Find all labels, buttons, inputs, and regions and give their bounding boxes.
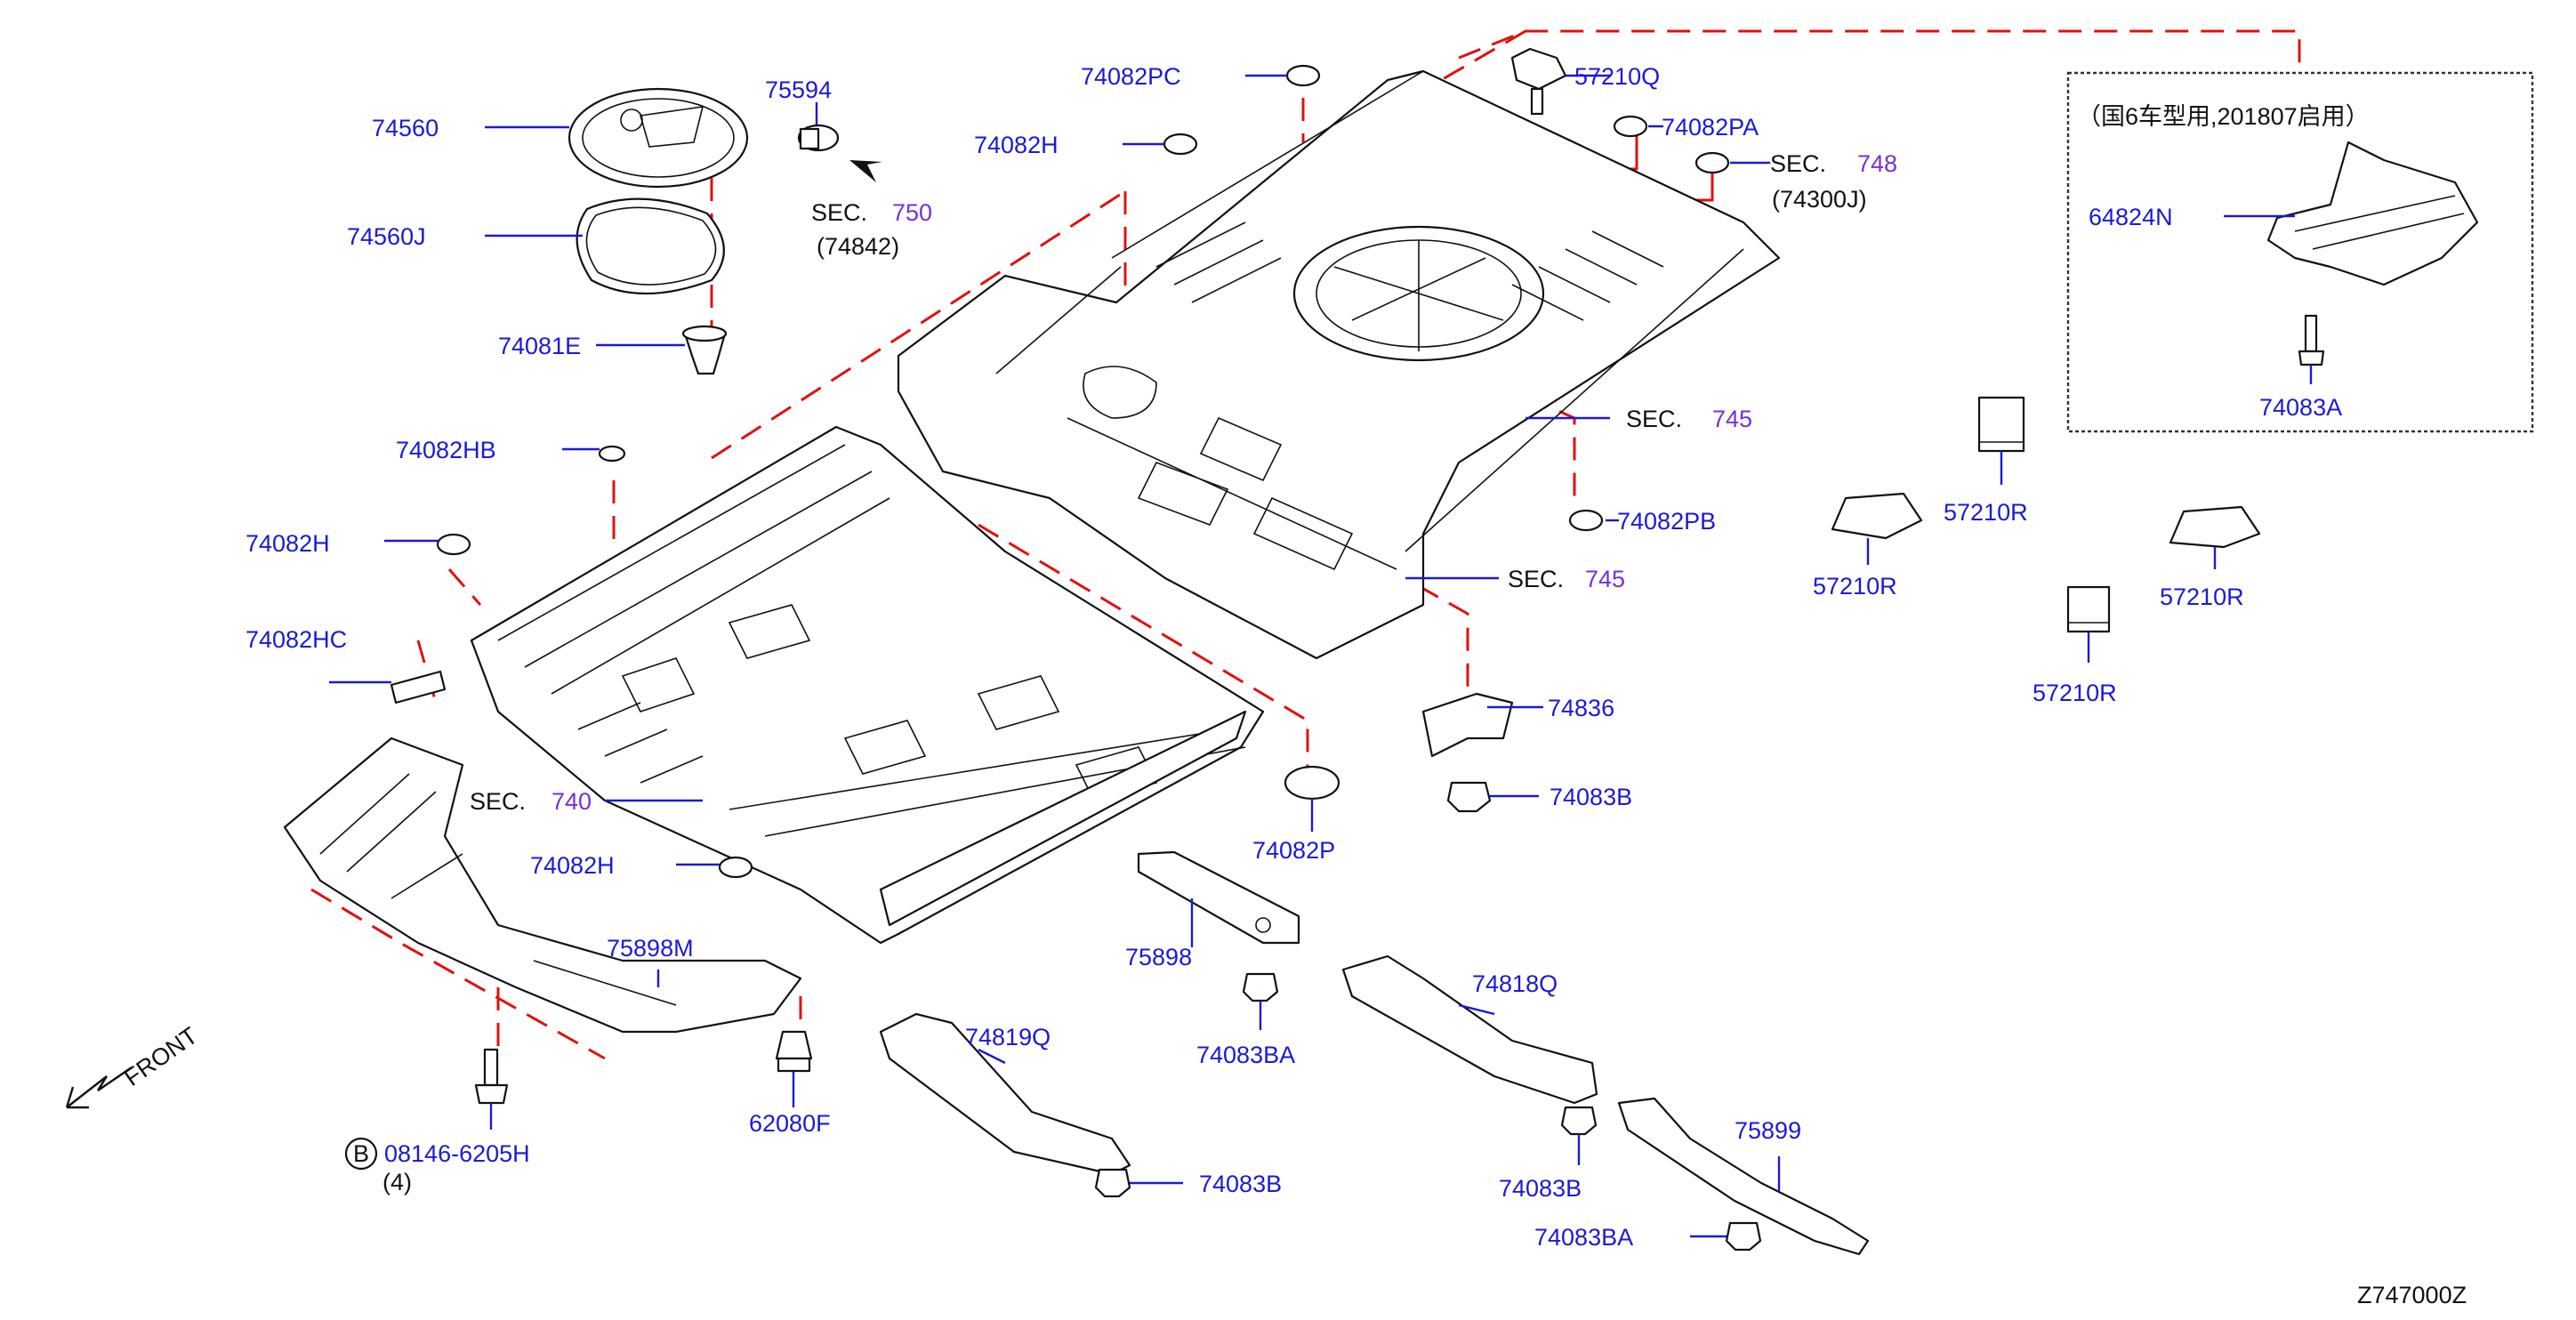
nut-74083B-right — [1560, 1106, 1598, 1136]
inset-box — [2066, 71, 2534, 433]
seal-ring-part — [576, 197, 725, 295]
label-74082P: 74082P — [1252, 837, 1335, 864]
plug-74082H-bottom — [718, 856, 753, 879]
label-74083BA-mid: 74083BA — [1196, 1042, 1295, 1068]
pad-57210R-b — [1831, 492, 1923, 540]
label-74082PB: 74082PB — [1617, 508, 1716, 535]
label-75898M: 75898M — [607, 935, 694, 962]
plug-74082PB — [1568, 509, 1604, 532]
nut-74083B-low — [1094, 1168, 1131, 1198]
label-74082H-bottom: 74082H — [530, 852, 615, 879]
nut-74083B-mid — [1446, 781, 1492, 813]
inset-note: （国6车型用,201807启用） — [2077, 103, 2370, 130]
nut-74083BA-right — [1725, 1221, 1762, 1252]
label-sec748-num: 748 — [1857, 150, 1897, 177]
label-75899: 75899 — [1735, 1117, 1801, 1144]
pad-57210R-a — [1977, 396, 2025, 453]
member-74818Q — [1341, 954, 1598, 1105]
label-sec748-sub: (74300J) — [1772, 186, 1867, 213]
rear-floor-panel — [897, 69, 1781, 660]
label-57210R-c: 57210R — [2160, 584, 2244, 610]
bolt-symbol-letter: B — [353, 1140, 369, 1167]
plug-74082H-top — [1163, 133, 1198, 156]
label-74082HB: 74082HB — [396, 437, 496, 463]
label-sec745a-prefix: SEC. — [1626, 406, 1682, 432]
knob-57210Q — [1510, 47, 1567, 116]
plug-74082-sec748 — [1695, 151, 1730, 174]
label-sec740-num: 740 — [551, 788, 592, 815]
label-64824N: 64824N — [2089, 204, 2173, 230]
label-74083A: 74083A — [2259, 394, 2342, 421]
clip-62080F — [775, 1030, 813, 1073]
label-08146: 08146-6205H — [384, 1140, 530, 1167]
bolt-symbol-circle — [344, 1137, 378, 1171]
member-74819Q — [879, 1012, 1131, 1176]
label-74836: 74836 — [1548, 695, 1614, 721]
nut-74083BA-mid — [1242, 972, 1279, 1002]
label-sec745a-num: 745 — [1712, 406, 1752, 432]
label-74083BA-right: 74083BA — [1534, 1224, 1633, 1251]
label-74819Q: 74819Q — [965, 1024, 1051, 1050]
pad-57210R-d — [2066, 585, 2111, 633]
label-sec740-prefix: SEC. — [470, 788, 526, 815]
bracket-74836 — [1421, 692, 1514, 758]
fastener-75594 — [797, 124, 882, 182]
label-74082PC: 74082PC — [1081, 63, 1181, 90]
leader-lines — [329, 74, 2313, 1238]
front-label: FRONT — [119, 1022, 202, 1091]
label-74083B-low: 74083B — [1199, 1171, 1282, 1197]
label-74083B-mid: 74083B — [1550, 784, 1632, 810]
bracket-75898 — [1137, 850, 1300, 945]
label-74081E: 74081E — [498, 333, 581, 359]
label-sec750-num: 750 — [892, 199, 932, 226]
label-74560: 74560 — [372, 115, 439, 141]
pad-57210R-c — [2169, 505, 2261, 549]
plug-74082HB — [598, 445, 626, 463]
label-57210R-b: 57210R — [1813, 573, 1897, 600]
bolt-08146 — [474, 1048, 509, 1105]
member-75899 — [1617, 1097, 1870, 1256]
front-floor-panel — [470, 425, 1265, 945]
label-sec745b-num: 745 — [1585, 566, 1625, 592]
label-74083B-right: 74083B — [1499, 1175, 1582, 1202]
label-57210R-d: 57210R — [2033, 680, 2117, 706]
label-75594: 75594 — [765, 76, 832, 103]
label-74818Q: 74818Q — [1472, 970, 1558, 997]
label-08146-qty: (4) — [382, 1169, 412, 1195]
plug-74082H-left — [436, 533, 471, 556]
plug-74082PA — [1613, 115, 1648, 138]
round-cover-part — [568, 87, 749, 189]
label-74082PA: 74082PA — [1662, 114, 1759, 141]
label-57210Q: 57210Q — [1574, 63, 1660, 90]
labels: 74560 74560J 74081E 75594 SEC. 750 (7484… — [119, 63, 2467, 1308]
label-74082HC: 74082HC — [246, 626, 347, 653]
label-sec745b-prefix: SEC. — [1508, 566, 1564, 592]
label-sec748-prefix: SEC. — [1770, 150, 1826, 177]
label-74082H-left: 74082H — [246, 530, 330, 557]
label-62080F: 62080F — [749, 1110, 831, 1137]
label-74560J: 74560J — [347, 223, 426, 250]
under-cover-part — [283, 736, 802, 1034]
label-sec750-prefix: SEC. — [811, 199, 867, 226]
label-57210R-a: 57210R — [1944, 499, 2028, 526]
label-74082H-top: 74082H — [974, 132, 1059, 158]
plug-74082HC — [390, 670, 447, 704]
front-arrow-icon — [65, 1066, 133, 1109]
clip-part — [681, 325, 728, 375]
plug-74082PC — [1285, 64, 1321, 87]
label-sec750-sub: (74842) — [817, 233, 899, 260]
label-75898: 75898 — [1125, 944, 1192, 970]
diagram-code: Z747000Z — [2357, 1282, 2467, 1308]
plug-74082P — [1284, 765, 1340, 801]
